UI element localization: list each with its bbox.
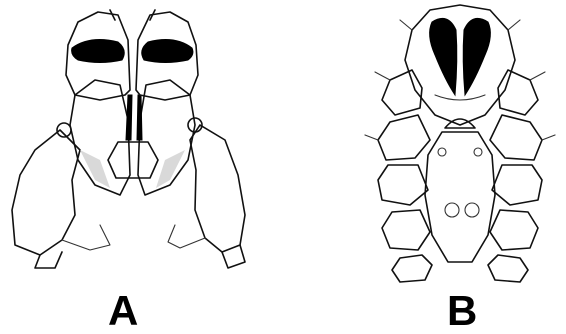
a-right-leg <box>190 125 245 252</box>
panel-b-drawing <box>360 0 566 285</box>
b-left-plate-3 <box>378 165 428 205</box>
panel-a-drawing <box>0 0 266 275</box>
panel-b-svg <box>360 0 566 285</box>
b-left-plate-2 <box>378 115 430 160</box>
b-central-body <box>425 132 495 262</box>
b-left-plate-4 <box>382 210 430 250</box>
a-right-eye-band <box>142 40 193 63</box>
b-right-plate-4 <box>490 210 538 250</box>
panel-b-label: B <box>447 290 477 332</box>
b-right-plate-5 <box>488 255 528 282</box>
b-head-outline <box>405 5 515 125</box>
panel-a-svg <box>0 0 266 275</box>
a-central-plate <box>108 142 158 178</box>
b-right-eye <box>463 18 490 95</box>
b-left-eye <box>430 18 457 95</box>
b-right-plate-2 <box>490 115 542 160</box>
b-left-plate-5 <box>392 255 432 282</box>
a-left-eye-band <box>72 40 125 63</box>
a-left-leg <box>12 130 80 255</box>
b-right-plate-3 <box>492 165 542 205</box>
panel-a-label: A <box>108 290 138 332</box>
